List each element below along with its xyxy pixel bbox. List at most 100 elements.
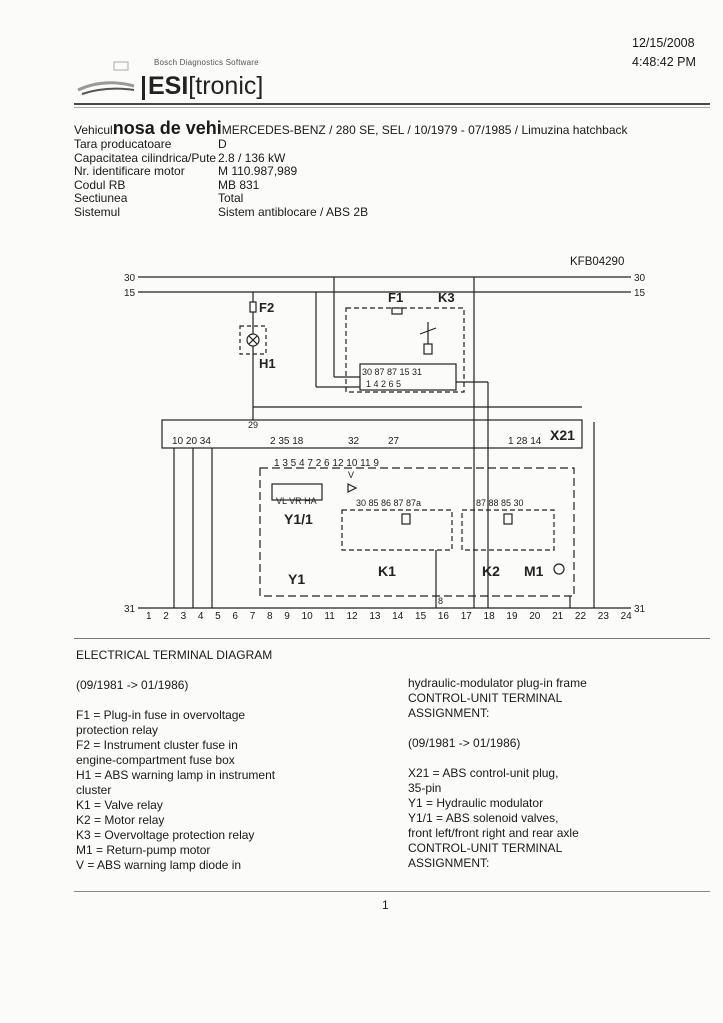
rail-label-30-right: 30 <box>634 273 646 284</box>
label-y11: Y1/1 <box>284 511 313 527</box>
relay-k3-frame <box>345 307 465 393</box>
plug-pin-27: 27 <box>388 436 400 447</box>
k2-coil <box>503 513 513 525</box>
legend-item: CONTROL-UNIT TERMINAL <box>408 841 563 855</box>
bosch-swoosh-icon <box>77 61 135 95</box>
rail-label-15-right: 15 <box>634 288 646 299</box>
legend-item: F2 = Instrument cluster fuse in <box>76 738 238 752</box>
label-k3: K3 <box>438 290 455 305</box>
plug-pins-mid: 2 35 18 <box>270 436 304 447</box>
legend-item: protection relay <box>76 723 159 737</box>
legend-item: Y1 = Hydraulic modulator <box>408 796 544 810</box>
rail-label-31-left: 31 <box>124 604 136 615</box>
header-rule-thin <box>74 107 710 108</box>
k3-switch <box>419 327 437 335</box>
legend-item <box>408 751 708 766</box>
rail-label-31-right: 31 <box>634 604 646 615</box>
legend-item: Y1/1 = ABS solenoid valves, <box>408 811 559 825</box>
k1-coil <box>401 513 411 525</box>
diode-v-icon <box>347 483 358 493</box>
motor-icon <box>553 563 565 575</box>
label-h1: H1 <box>259 356 276 371</box>
relay-k2-frame <box>461 509 555 551</box>
footer-separator <box>74 891 710 892</box>
rail-label-15-left: 15 <box>124 288 136 299</box>
print-date: 12/15/2008 <box>632 36 695 50</box>
legend-item: CONTROL-UNIT TERMINAL <box>408 691 563 705</box>
k2-pins: 87 88 85 30 <box>476 498 524 508</box>
legend-period: (09/1981 -> 01/1986) <box>76 678 189 692</box>
legend-item: K2 = Motor relay <box>76 813 165 827</box>
legend-right-column: hydraulic-modulator plug-in frame CONTRO… <box>408 676 708 871</box>
vehicle-label: Vehicul <box>74 123 113 137</box>
plug-pins-right: 1 28 14 <box>508 436 542 447</box>
k1-pins: 30 85 86 87 87a <box>356 498 421 508</box>
legend-item: M1 = Return-pump motor <box>76 843 211 857</box>
diagram-code: KFB04290 <box>570 256 625 268</box>
label-x21: X21 <box>550 427 575 443</box>
control-unit-plug <box>161 419 583 449</box>
software-name: Bosch Diagnostics Software <box>154 58 259 67</box>
legend-item: front left/front right and rear axle <box>408 826 579 840</box>
legend-heading: ELECTRICAL TERMINAL DIAGRAM <box>76 648 273 662</box>
cluster-frame <box>239 325 267 355</box>
pin-8: 8 <box>438 596 443 606</box>
legend-item: 35-pin <box>408 781 442 795</box>
logo-divider <box>142 76 145 100</box>
legend-item: cluster <box>76 783 112 797</box>
legend-separator <box>74 638 710 639</box>
k3-coil <box>423 343 433 355</box>
label-y1: Y1 <box>288 571 305 587</box>
label-f1: F1 <box>388 290 403 305</box>
k3-pins-top: 30 87 87 15 31 <box>362 367 422 377</box>
plug-pins-left: 10 20 34 <box>172 436 211 447</box>
esitronic-logo: ESI[tronic] <box>148 72 263 101</box>
label-k2: K2 <box>482 563 500 579</box>
vehicle-title-overlap: nosa de vehi <box>112 118 222 138</box>
legend-item: V = ABS warning lamp diode in <box>76 858 242 872</box>
legend-item: X21 = ABS control-unit plug, <box>408 766 559 780</box>
wiring-diagram: 30 15 31 30 15 31 F2 H1 F1 K3 30 87 87 1… <box>124 273 646 615</box>
valve-labels: VL VR HA <box>276 496 317 506</box>
legend-item: hydraulic-modulator plug-in frame <box>408 676 587 690</box>
legend-item: ASSIGNMENT: <box>408 856 490 870</box>
label-k1: K1 <box>378 563 396 579</box>
terminal-number-strip: 1 2 3 4 5 6 7 8 9 10 11 12 13 14 15 16 1… <box>146 611 632 622</box>
label-m1: M1 <box>524 563 544 579</box>
solenoid-valves <box>271 483 323 501</box>
label-f2: F2 <box>259 300 274 315</box>
logo-sub: [tronic] <box>188 72 264 100</box>
fuse-f2 <box>249 301 257 313</box>
legend-item <box>408 721 708 736</box>
relay-k1-frame <box>341 509 453 551</box>
k3-pins-bottom: 1 4 2 6 5 <box>366 379 401 389</box>
fuse-f1 <box>391 307 403 315</box>
vehicle-value: MERCEDES-BENZ / 280 SE, SEL / 10/1979 - … <box>221 123 628 137</box>
legend-item: K3 = Overvoltage protection relay <box>76 828 255 842</box>
print-time: 4:48:42 PM <box>632 55 696 69</box>
legend-item: ASSIGNMENT: <box>408 706 490 720</box>
rail-label-30-left: 30 <box>124 273 136 284</box>
header-rule <box>74 103 710 105</box>
label-v: V <box>348 470 354 480</box>
legend-item: engine-compartment fuse box <box>76 753 235 767</box>
legend-left-column: ELECTRICAL TERMINAL DIAGRAM (09/1981 -> … <box>76 648 376 873</box>
legend-item: K1 = Valve relay <box>76 798 163 812</box>
vehicle-line: Vehiculnosa de vehiMERCEDES-BENZ / 280 S… <box>74 118 628 139</box>
legend-item: (09/1981 -> 01/1986) <box>408 736 521 750</box>
plug-pin-29: 29 <box>248 420 258 430</box>
page-number: 1 <box>382 898 389 912</box>
plug-pin-32: 32 <box>348 436 360 447</box>
hydraulic-modulator-frame <box>259 467 575 597</box>
legend-item: F1 = Plug-in fuse in overvoltage <box>76 708 246 722</box>
logo-main: ESI <box>148 72 189 100</box>
legend-item: H1 = ABS warning lamp in instrument <box>76 768 276 782</box>
modulator-pins: 1 3 5 4 7 2 6 12 10 11 9 <box>274 458 379 469</box>
